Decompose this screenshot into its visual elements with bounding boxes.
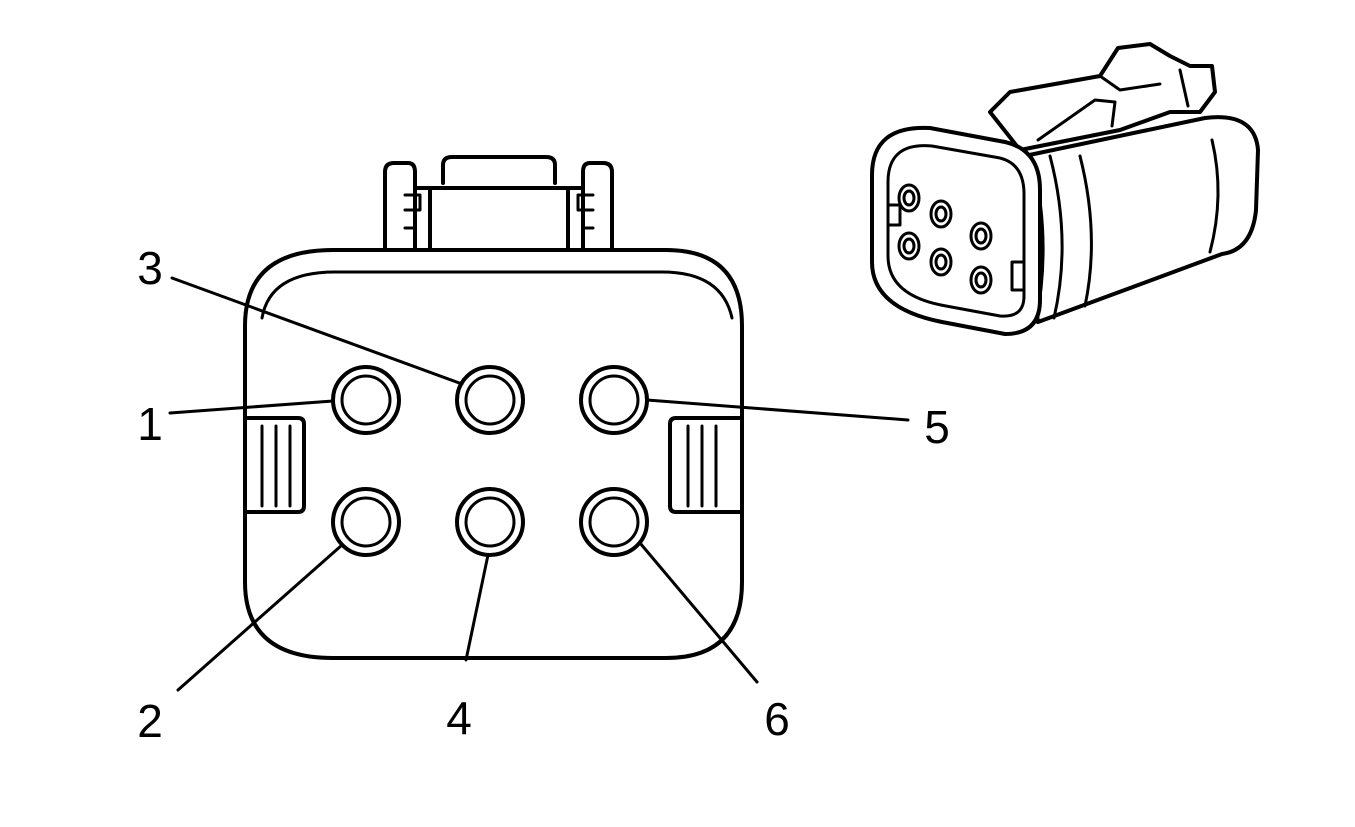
right-side-tab [668,416,744,514]
pin-label-1: 1 [137,398,163,450]
left-side-tab [243,416,306,514]
pin-cavity-1 [331,365,401,435]
leader-line-6 [638,541,759,684]
housing-outline [243,248,744,660]
pin-cavity-2 [331,487,401,557]
leader-line-4 [464,553,490,662]
pin-label-6: 6 [764,693,790,745]
isometric-pin-holes [897,183,993,295]
pin-label-3: 3 [137,242,163,294]
leader-line-1 [168,399,335,415]
pin-label-2: 2 [137,695,163,747]
connector-front-view: 1 2 3 4 5 6 [137,155,950,747]
connector-isometric-view [870,42,1260,336]
pin-label-4: 4 [446,692,472,744]
pin-cavity-3 [455,365,525,435]
leader-lines [168,276,910,692]
leader-line-3 [170,276,464,386]
pin-label-5: 5 [924,401,950,453]
leader-line-2 [176,543,344,692]
pin-cavity-4 [455,487,525,557]
pin-cavity-6 [579,487,649,557]
pin-cavity-5 [579,365,649,435]
leader-line-5 [645,398,910,422]
locking-latch [383,155,614,277]
housing-inner-rim [260,270,734,320]
